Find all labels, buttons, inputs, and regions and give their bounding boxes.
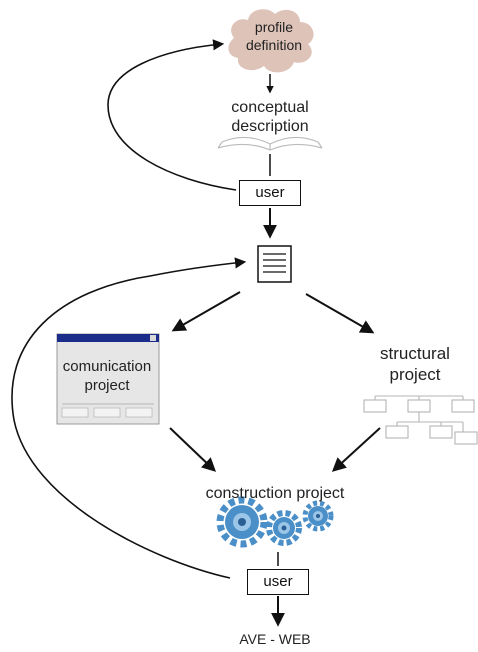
open-book-icon xyxy=(217,136,323,151)
conceptual-description-label: conceptual description xyxy=(231,99,309,135)
arrow-document-to-communication xyxy=(171,291,241,332)
arrow-user-to-document-loop xyxy=(11,257,247,579)
ave-web-label: AVE - WEB xyxy=(239,631,311,647)
hierarchy-icon xyxy=(363,395,478,445)
user-box-bottom: user xyxy=(247,569,309,595)
window-icon xyxy=(56,333,160,425)
cloud-icon xyxy=(228,9,314,73)
user-box-top: user xyxy=(239,180,301,206)
construction-project-label: construction project xyxy=(205,485,345,502)
arrow-document-to-structural xyxy=(305,293,375,334)
document-icon xyxy=(257,245,292,283)
arrow-user-to-profile-loop xyxy=(107,39,237,191)
structural-project-label: structural project xyxy=(380,344,450,384)
arrow-communication-to-construction xyxy=(169,427,217,472)
profile-definition-label: profile definition xyxy=(245,19,303,53)
arrow-structural-to-construction xyxy=(331,427,381,472)
communication-project-label: comunication project xyxy=(62,358,152,394)
gears-icon xyxy=(216,496,334,548)
